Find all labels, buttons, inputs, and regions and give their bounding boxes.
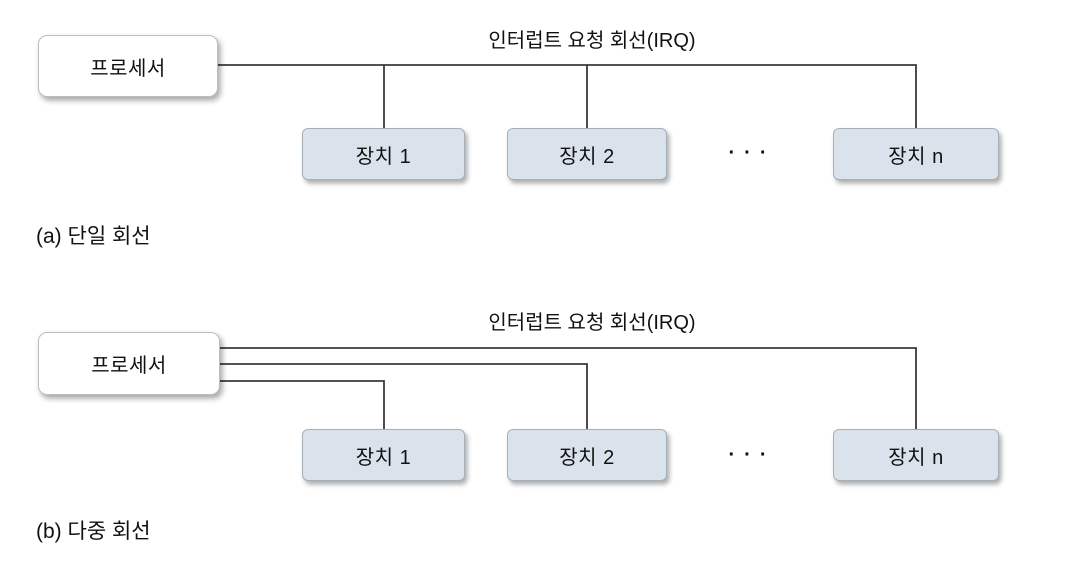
device2-box-b: 장치 2 <box>507 429 667 481</box>
irq-line-b-device2 <box>220 363 588 429</box>
device2-label-a: 장치 2 <box>559 145 615 168</box>
ellipsis-a: ··· <box>728 142 776 164</box>
caption-a: (a) 단일 회선 <box>36 225 151 248</box>
device1-box-b: 장치 1 <box>302 429 465 481</box>
irq-label-b: 인터럽트 요청 회선(IRQ) <box>488 312 696 334</box>
device1-box-a: 장치 1 <box>302 128 465 180</box>
irq-label-a: 인터럽트 요청 회선(IRQ) <box>488 30 696 52</box>
processor-box-a: 프로세서 <box>38 35 218 97</box>
processor-label-a: 프로세서 <box>90 57 166 80</box>
irq-line-b-device1 <box>220 380 385 429</box>
irq-line-b-devicen <box>220 347 917 429</box>
irq-bus-line-a <box>218 64 917 128</box>
devicen-box-b: 장치 n <box>833 429 999 481</box>
device2-box-a: 장치 2 <box>507 128 667 180</box>
device2-label-b: 장치 2 <box>559 446 615 469</box>
caption-b: (b) 다중 회선 <box>36 520 151 543</box>
processor-box-b: 프로세서 <box>38 332 220 395</box>
ellipsis-b: ··· <box>728 444 776 466</box>
devicen-label-b: 장치 n <box>888 446 944 469</box>
devicen-box-a: 장치 n <box>833 128 999 180</box>
devicen-label-a: 장치 n <box>888 145 944 168</box>
device1-label-b: 장치 1 <box>355 446 412 469</box>
device1-label-a: 장치 1 <box>355 145 412 168</box>
processor-label-b: 프로세서 <box>91 355 167 377</box>
